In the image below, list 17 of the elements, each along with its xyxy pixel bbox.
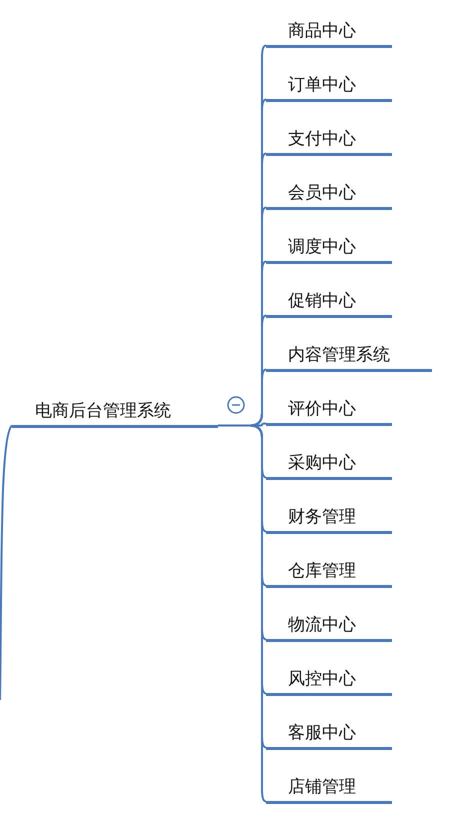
topic-label: 客服中心	[288, 722, 356, 745]
topic-label: 支付中心	[288, 128, 356, 151]
topic-label: 调度中心	[288, 236, 356, 259]
topic-label: 会员中心	[288, 182, 356, 205]
topic-label: 电商后台管理系统	[35, 400, 171, 423]
topic-label: 风控中心	[288, 668, 356, 691]
topic-label: 订单中心	[288, 74, 356, 97]
topic-label: 内容管理系统	[288, 344, 390, 367]
branch-line	[0, 425, 13, 700]
topic-label: 采购中心	[288, 452, 356, 475]
topic-label: 商品中心	[288, 20, 356, 43]
topic-label: 促销中心	[288, 290, 356, 313]
topic-label: 物流中心	[288, 614, 356, 637]
topic-label: 财务管理	[288, 506, 356, 529]
topic-label: 仓库管理	[288, 560, 356, 583]
topic-label: 店铺管理	[288, 776, 356, 799]
topic-label: 评价中心	[288, 398, 356, 421]
